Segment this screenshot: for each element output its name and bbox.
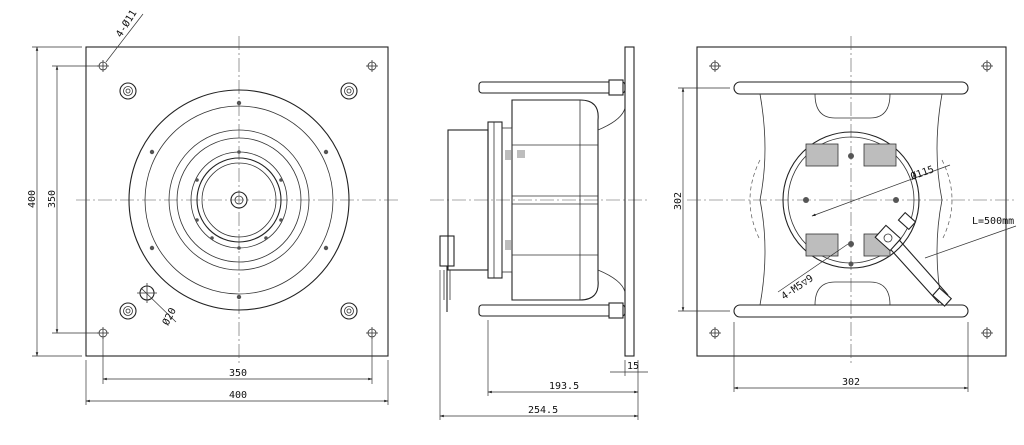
rear-motor-circle xyxy=(782,131,920,269)
dim-depth-fan: 193.5 xyxy=(549,381,579,392)
front-ring-6 xyxy=(196,157,282,243)
motor-threads-label: 4-M5▽9 xyxy=(780,273,816,302)
cable-hole-leader xyxy=(140,287,177,323)
motor-diameter-label: Ø115 xyxy=(909,163,936,183)
side-bottom-rail xyxy=(478,304,626,317)
dim-flange-thickness: 15 xyxy=(627,361,639,372)
rear-cable xyxy=(874,211,953,307)
dim-rear-height: 302 xyxy=(673,192,684,210)
mounting-holes-leader xyxy=(105,13,144,63)
rear-top-rail xyxy=(733,81,969,95)
dim-overall-height: 400 xyxy=(27,190,38,208)
front-ring-7 xyxy=(201,162,277,238)
dim-hole-spacing-x: 350 xyxy=(229,368,247,379)
dim-rear-width: 302 xyxy=(842,377,860,388)
front-outer-ring xyxy=(128,89,350,311)
front-view: Ø20 4-Ø11 400 350 350 400 xyxy=(27,8,398,405)
cable-length-leader xyxy=(924,225,1017,259)
front-corner-bolts xyxy=(119,82,358,320)
side-cable-gland xyxy=(439,235,455,267)
rear-plate-outline xyxy=(696,46,1007,357)
side-flange-plate xyxy=(624,46,635,357)
side-impeller xyxy=(511,99,599,301)
dim-overall-width: 400 xyxy=(229,390,247,401)
rear-view: Ø115 4-M5▽9 L=500mm 302 302 xyxy=(673,36,1017,392)
dim-hole-spacing-y: 350 xyxy=(47,190,58,208)
front-mounting-holes xyxy=(97,60,378,339)
front-hub-inner xyxy=(234,195,244,205)
front-ring-3 xyxy=(168,129,310,271)
dim-depth-total: 254.5 xyxy=(528,405,558,416)
motor-threads-leader xyxy=(777,243,849,293)
front-hub xyxy=(230,191,248,209)
rear-bottom-rail xyxy=(733,304,969,318)
motor-diameter-leader xyxy=(811,164,951,217)
front-plate-outline xyxy=(85,46,389,357)
rear-mounting-holes xyxy=(709,60,993,339)
cable-length-label: L=500mm xyxy=(972,216,1014,227)
front-ring-4 xyxy=(176,137,302,263)
side-top-rail xyxy=(478,81,626,94)
front-ring-2 xyxy=(144,105,334,295)
front-ring-bolts xyxy=(149,100,329,300)
side-view: 254.5 193.5 15 xyxy=(430,46,650,420)
